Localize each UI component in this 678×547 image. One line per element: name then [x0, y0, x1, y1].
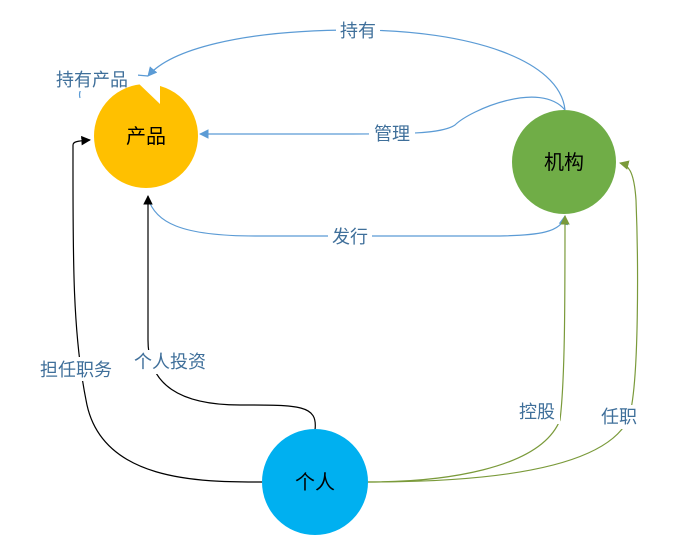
- node-product[interactable]: 产品: [94, 84, 198, 188]
- edge-label-issue: 发行: [332, 227, 368, 248]
- edge-label-control-share: 控股: [519, 402, 555, 423]
- institution-circle: [512, 110, 616, 214]
- individual-label: 个人: [295, 470, 335, 494]
- product-circle: [94, 84, 198, 188]
- edge-issue: [147, 197, 569, 237]
- edge-label-hold-top: 持有: [340, 21, 376, 42]
- institution-label: 机构: [544, 150, 584, 174]
- edge-manage: [199, 96, 566, 139]
- node-institution[interactable]: 机构: [512, 110, 616, 214]
- edge-control-share: [367, 215, 570, 483]
- product-label: 产品: [126, 124, 166, 148]
- edge-label-manage: 管理: [374, 124, 410, 145]
- edge-serve-position: [72, 135, 263, 483]
- edge-employment: [367, 160, 639, 483]
- node-individual[interactable]: 个人: [262, 429, 368, 535]
- edge-personal-invest: [143, 195, 316, 431]
- edge-label-serve-position: 担任职务: [40, 360, 112, 381]
- individual-circle: [262, 429, 368, 535]
- edge-label-hold-product: 持有产品: [56, 70, 128, 91]
- edge-label-employment: 任职: [601, 407, 637, 428]
- edge-label-personal-invest: 个人投资: [134, 352, 206, 373]
